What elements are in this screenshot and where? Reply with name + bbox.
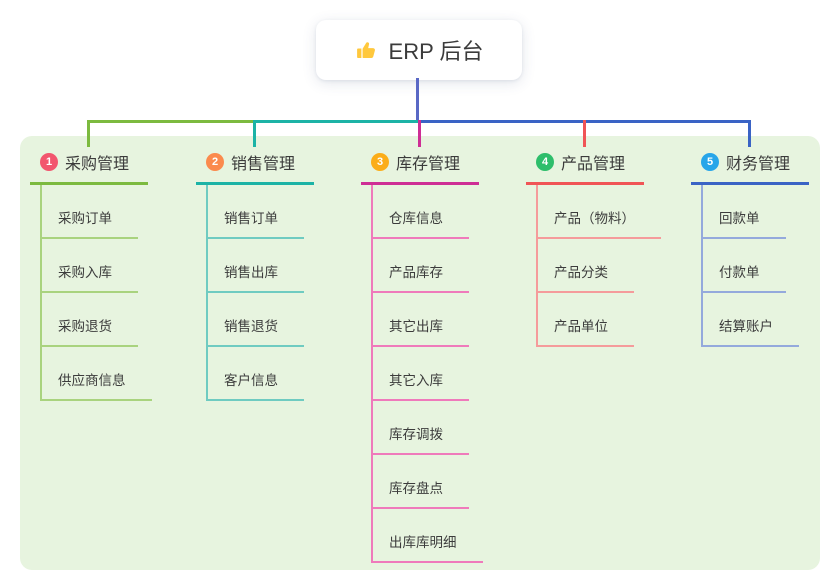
sub-item: 产品（物料） [538,185,686,239]
sub-item-label[interactable]: 仓库信息 [373,207,469,239]
branch-sub-list: 销售订单销售出库销售退货客户信息 [206,185,356,401]
sub-item: 仓库信息 [373,185,521,239]
branch-label: 财务管理 [726,156,791,173]
sub-item-label[interactable]: 库存调拨 [373,423,469,455]
sub-item-label[interactable]: 付款单 [703,261,786,293]
root-node[interactable]: ERP 后台 [316,20,522,80]
sub-item: 其它出库 [373,293,521,347]
sub-item: 采购退货 [42,293,190,347]
sub-item: 出库库明细 [373,509,521,563]
branch-column: 4 产品管理 产品（物料） 产品分类产品单位 [526,150,686,347]
branch-column: 1 采购管理 采购订单采购入库采购退货供应商信息 [30,150,190,401]
branch-label: 库存管理 [396,156,461,173]
sub-item: 供应商信息 [42,347,190,401]
branch-number-badge: 5 [701,153,719,171]
root-label: ERP 后台 [388,39,484,64]
branch-number-badge: 4 [536,153,554,171]
sub-item-label[interactable]: 产品分类 [538,261,634,293]
sub-item-label[interactable]: 结算账户 [703,315,799,347]
sub-item: 其它入库 [373,347,521,401]
branch-column: 3 库存管理 仓库信息产品库存其它出库其它入库库存调拨库存盘点出库库明细 [361,150,521,563]
branch-sub-list: 产品（物料） 产品分类产品单位 [536,185,686,347]
sub-item: 采购订单 [42,185,190,239]
bus-segment [253,120,421,123]
sub-item-label[interactable]: 产品（物料） [538,207,661,239]
branch-header[interactable]: 4 产品管理 [526,150,644,185]
branch-sub-list: 采购订单采购入库采购退货供应商信息 [40,185,190,401]
sub-item-label[interactable]: 客户信息 [208,369,304,401]
branch-column: 5 财务管理 回款单付款单结算账户 [691,150,839,347]
sub-item-label[interactable]: 供应商信息 [42,369,152,401]
sub-item: 库存调拨 [373,401,521,455]
sub-item: 付款单 [703,239,839,293]
branch-label: 销售管理 [231,156,296,173]
branch-drop-line [253,120,256,147]
sub-item-label[interactable]: 销售退货 [208,315,304,347]
branch-header[interactable]: 1 采购管理 [30,150,148,185]
branch-label: 采购管理 [65,156,130,173]
root-stem-line [416,78,419,122]
branches-panel [20,136,820,570]
thumbs-up-icon [355,38,379,62]
sub-item-label[interactable]: 其它出库 [373,315,469,347]
sub-item-label[interactable]: 产品库存 [373,261,469,293]
sub-item-label[interactable]: 出库库明细 [373,531,483,563]
branch-header[interactable]: 5 财务管理 [691,150,809,185]
sub-item-label[interactable]: 销售出库 [208,261,304,293]
branch-label: 产品管理 [561,156,626,173]
sub-item-label[interactable]: 销售订单 [208,207,304,239]
sub-item: 结算账户 [703,293,839,347]
branch-number-badge: 1 [40,153,58,171]
sub-item-label[interactable]: 采购退货 [42,315,138,347]
sub-item-label[interactable]: 采购入库 [42,261,138,293]
sub-item: 销售出库 [208,239,356,293]
branch-sub-list: 仓库信息产品库存其它出库其它入库库存调拨库存盘点出库库明细 [371,185,521,563]
sub-item-label[interactable]: 回款单 [703,207,786,239]
branch-drop-line [748,120,751,147]
branch-drop-line [583,120,586,147]
sub-item: 销售订单 [208,185,356,239]
branch-header[interactable]: 2 销售管理 [196,150,314,185]
sub-item-label[interactable]: 库存盘点 [373,477,469,509]
sub-item: 客户信息 [208,347,356,401]
sub-item: 产品库存 [373,239,521,293]
sub-item: 产品单位 [538,293,686,347]
sub-item: 库存盘点 [373,455,521,509]
sub-item-label[interactable]: 其它入库 [373,369,469,401]
sub-item-label[interactable]: 产品单位 [538,315,634,347]
sub-item: 采购入库 [42,239,190,293]
branch-drop-line [418,120,421,147]
branch-drop-line [87,120,90,147]
sub-item: 产品分类 [538,239,686,293]
branch-number-badge: 3 [371,153,389,171]
sub-item: 回款单 [703,185,839,239]
sub-item: 销售退货 [208,293,356,347]
branch-header[interactable]: 3 库存管理 [361,150,479,185]
branch-sub-list: 回款单付款单结算账户 [701,185,839,347]
branch-number-badge: 2 [206,153,224,171]
sub-item-label[interactable]: 采购订单 [42,207,138,239]
branch-column: 2 销售管理 销售订单销售出库销售退货客户信息 [196,150,356,401]
bus-segment [87,120,256,123]
